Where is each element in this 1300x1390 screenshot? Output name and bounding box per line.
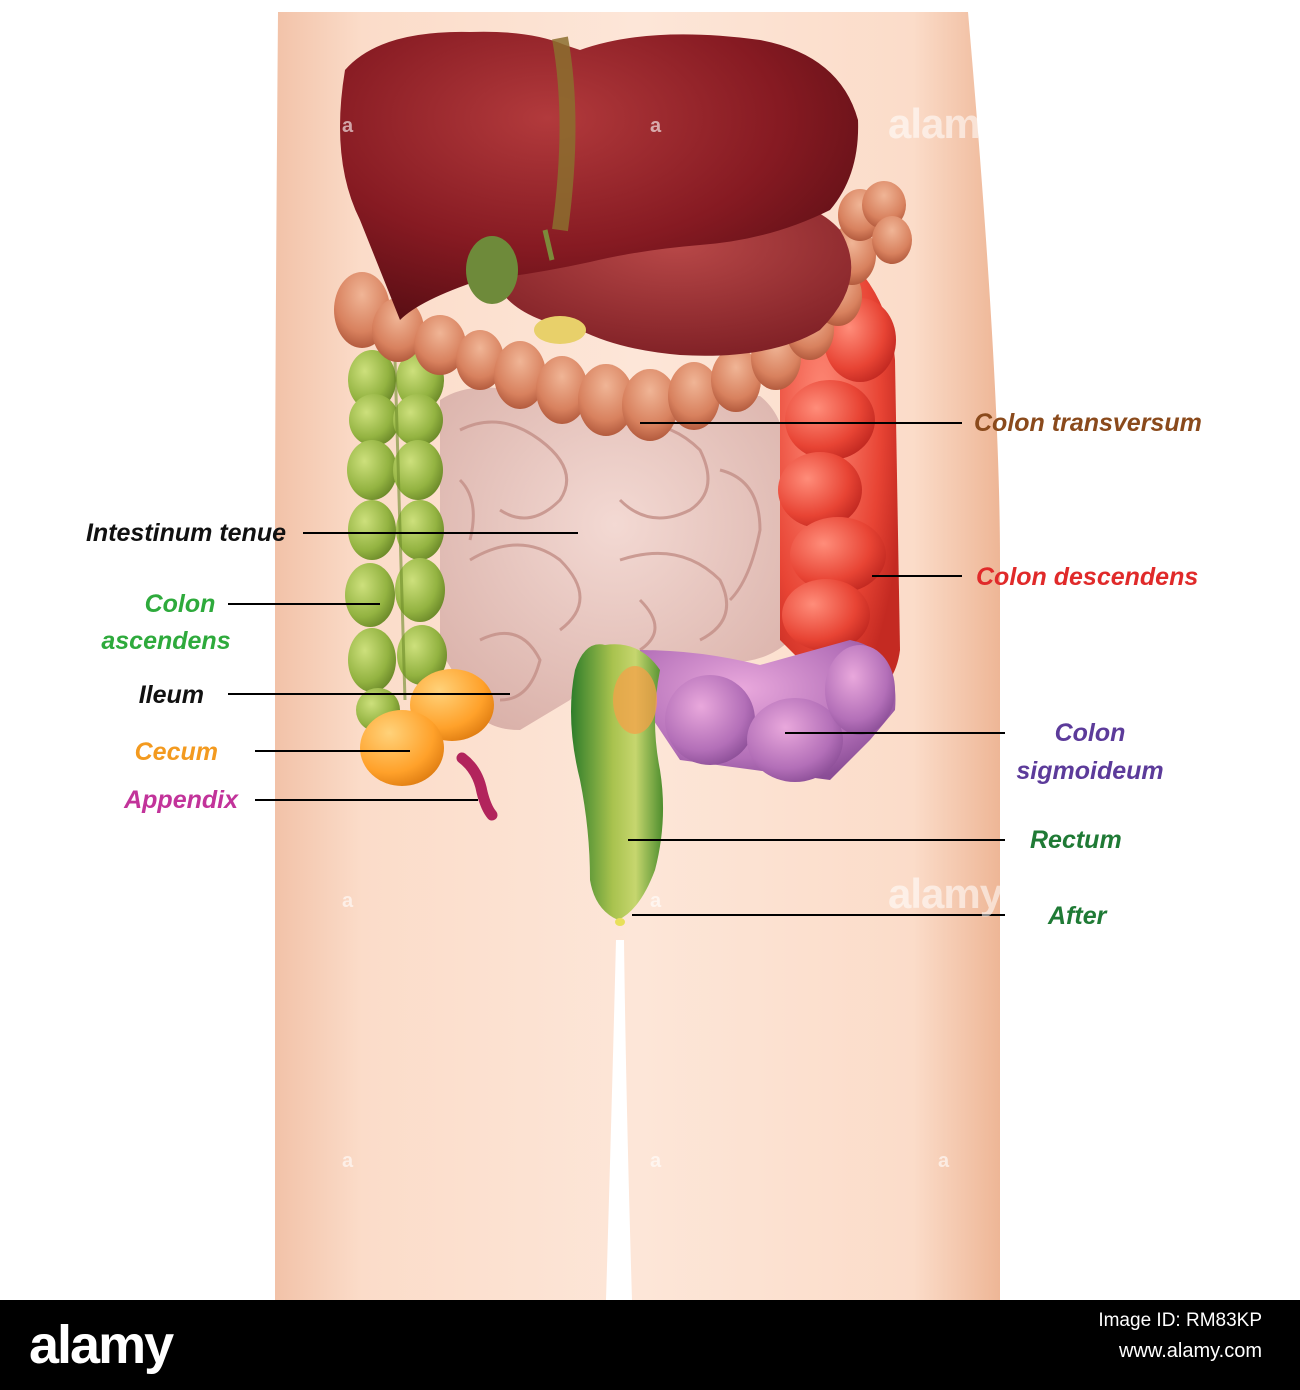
watermark-mark-7: a bbox=[938, 1150, 950, 1172]
watermark-text-top: alamy bbox=[888, 100, 1003, 147]
colon-descendens bbox=[778, 260, 900, 700]
label-colon-ascendens-line2: ascendens bbox=[101, 627, 231, 655]
colon-sigmoideum bbox=[640, 640, 896, 782]
anatomy-diagram: Colon transversum Intestinum tenue Colon… bbox=[85, 12, 1202, 1300]
label-rectum: Rectum bbox=[1030, 826, 1122, 854]
colon-ascendens-band bbox=[393, 359, 407, 701]
label-colon-descendens: Colon descendens bbox=[976, 563, 1199, 591]
cecum bbox=[360, 669, 494, 786]
label-colon-transversum: Colon transversum bbox=[974, 409, 1202, 437]
label-appendix: Appendix bbox=[124, 786, 238, 814]
digestive-system-illustration bbox=[228, 12, 1005, 1300]
stomach bbox=[500, 196, 852, 356]
pancreas bbox=[534, 316, 586, 344]
watermark-mark-6: a bbox=[650, 1150, 662, 1172]
falciform-ligament bbox=[552, 36, 576, 232]
label-intestinum-tenue: Intestinum tenue bbox=[85, 519, 286, 547]
watermark-mark-5: a bbox=[342, 1150, 354, 1172]
label-colon-sigmoideum-line2: sigmoideum bbox=[1016, 757, 1164, 785]
rectum-junction bbox=[613, 666, 657, 734]
liver bbox=[340, 31, 859, 320]
watermark-mark-1: a bbox=[342, 115, 354, 137]
label-colon-sigmoideum-line1: Colon bbox=[1054, 719, 1126, 747]
watermark-mark-2: a bbox=[650, 115, 662, 137]
label-colon-ascendens-line1: Colon bbox=[144, 590, 216, 618]
label-ileum: Ileum bbox=[138, 681, 204, 709]
watermark-text-bottom: alamy bbox=[888, 870, 1003, 917]
watermark-mark-4: a bbox=[650, 890, 662, 912]
footer-logo: alamy bbox=[29, 1315, 174, 1375]
watermark-mark-3: a bbox=[342, 890, 354, 912]
colon-ascendens bbox=[345, 350, 447, 732]
colon-transversum bbox=[334, 181, 912, 441]
label-after: After bbox=[1048, 902, 1107, 930]
footer-image-id: Image ID: RM83KP bbox=[1098, 1310, 1262, 1331]
label-cecum: Cecum bbox=[134, 738, 218, 766]
footer-site-link[interactable]: www.alamy.com bbox=[1119, 1340, 1262, 1362]
gallbladder bbox=[466, 236, 518, 304]
footer-bar: alamy Image ID: RM83KP www.alamy.com bbox=[0, 1300, 1300, 1390]
leader-lines bbox=[228, 422, 1005, 916]
appendix-organ bbox=[456, 752, 498, 821]
anus-point bbox=[615, 918, 625, 926]
bile-duct bbox=[542, 229, 555, 261]
